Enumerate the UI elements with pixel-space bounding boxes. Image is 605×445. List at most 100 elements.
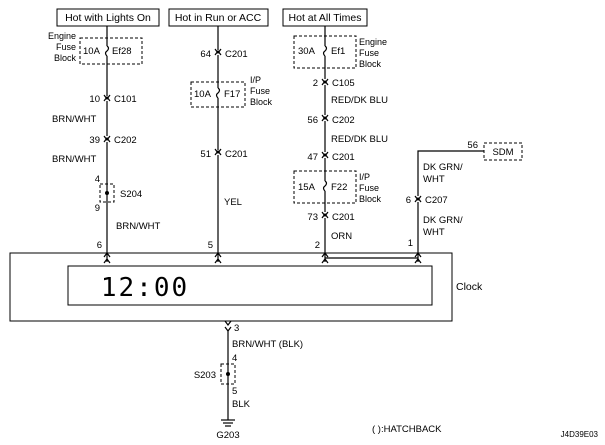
fuse-ef28-id: Ef28 bbox=[112, 46, 132, 57]
connector-c207: C207 bbox=[425, 195, 448, 206]
connector-c202-symbol bbox=[103, 135, 111, 143]
wire-color-label: BRN/WHT (BLK) bbox=[232, 339, 303, 350]
header-always-label: Hot at All Times bbox=[289, 12, 362, 24]
connector-pin: 47 bbox=[307, 152, 318, 163]
connector-pin: 73 bbox=[307, 212, 318, 223]
ground-g203: G203 bbox=[216, 430, 239, 441]
fuse-block-label: Block bbox=[359, 194, 382, 204]
fuse-f22-symbol bbox=[322, 180, 328, 192]
clock-pin: 5 bbox=[208, 240, 213, 251]
circuit-ground: 3 BRN/WHT (BLK) 4 S203 5 BLK G203 bbox=[194, 320, 303, 441]
splice-pin: 9 bbox=[95, 203, 100, 214]
connector-c201-symbol bbox=[214, 48, 222, 56]
connector-pin: 64 bbox=[200, 49, 211, 60]
splice-s204: S204 bbox=[120, 189, 142, 200]
circuit-run: 64 C201 10A F17 I/P Fuse Block 51 C201 Y… bbox=[190, 26, 273, 264]
hatchback-note: ( ):HATCHBACK bbox=[372, 424, 442, 435]
ground-icon bbox=[221, 419, 235, 427]
fuse-ef28-amp: 10A bbox=[83, 46, 101, 57]
fuse-block-label: Fuse bbox=[56, 42, 76, 52]
circuit-lights: 10A Ef28 Engine Fuse Block 10 C101 BRN/W… bbox=[48, 26, 161, 264]
fuse-block-label: Block bbox=[359, 59, 382, 69]
connector-c101-symbol bbox=[103, 94, 111, 102]
wire-color-label: RED/DK BLU bbox=[331, 95, 388, 106]
fuse-ef1-id: Ef1 bbox=[331, 46, 345, 57]
connector-pin: 10 bbox=[89, 94, 100, 105]
wire-color-label: BRN/WHT bbox=[52, 114, 97, 125]
connector-pin: 56 bbox=[467, 140, 478, 151]
fuse-block-label: Fuse bbox=[359, 183, 379, 193]
clock-body bbox=[9, 252, 453, 322]
fuse-block-label: Fuse bbox=[359, 48, 379, 58]
header-lights: Hot with Lights On bbox=[56, 8, 160, 27]
circuit-sdm: SDM 56 DK GRN/ WHT 6 C207 DK GRN/ WHT 1 bbox=[325, 140, 523, 264]
clock-display-digits: 12:00 bbox=[101, 273, 189, 303]
wire-color-label: BRN/WHT bbox=[52, 154, 97, 165]
header-lights-label: Hot with Lights On bbox=[65, 12, 151, 24]
fuse-ef1-symbol bbox=[322, 45, 328, 57]
fuse-block-label: Engine bbox=[359, 37, 387, 47]
connector-c202: C202 bbox=[114, 135, 137, 146]
circuit-always: 30A Ef1 Engine Fuse Block 2 C105 RED/DK … bbox=[293, 26, 388, 264]
fuse-block-label: Block bbox=[250, 97, 273, 107]
wire-color-label: RED/DK BLU bbox=[331, 134, 388, 145]
diagram-code: J4D39E03 bbox=[561, 430, 599, 439]
connector-pin: 2 bbox=[313, 78, 318, 89]
fuse-ef28-symbol bbox=[104, 45, 110, 57]
clock-pin: 3 bbox=[234, 323, 239, 334]
connector-c201-symbol bbox=[321, 151, 329, 159]
wire-color-label: BLK bbox=[232, 399, 251, 410]
clock-pin: 1 bbox=[408, 238, 413, 249]
wire-color-label: WHT bbox=[423, 174, 445, 185]
clock-label: Clock bbox=[456, 281, 483, 293]
splice-pin: 5 bbox=[232, 386, 237, 397]
connector-c201: C201 bbox=[225, 49, 248, 60]
wire-color-label: YEL bbox=[224, 197, 242, 208]
connector-c201: C201 bbox=[225, 149, 248, 160]
header-run: Hot in Run or ACC bbox=[168, 8, 269, 27]
wire-color-label: WHT bbox=[423, 227, 445, 238]
fuse-f22-amp: 15A bbox=[298, 182, 316, 193]
splice-s203: S203 bbox=[194, 370, 216, 381]
connector-c202-symbol bbox=[321, 114, 329, 122]
fuse-block-label: I/P bbox=[250, 75, 261, 85]
connector-c101: C101 bbox=[114, 94, 137, 105]
header-always: Hot at All Times bbox=[282, 8, 368, 27]
fuse-block-label: Engine bbox=[48, 31, 76, 41]
splice-pin: 4 bbox=[95, 174, 100, 185]
header-run-label: Hot in Run or ACC bbox=[175, 12, 262, 24]
splice-pin: 4 bbox=[232, 353, 237, 364]
clock-pin: 6 bbox=[97, 240, 102, 251]
clock-module: 12:00 Clock bbox=[9, 252, 483, 322]
wire-color-label: DK GRN/ bbox=[423, 162, 463, 173]
clock-pin: 2 bbox=[315, 240, 320, 251]
connector-pin: 56 bbox=[307, 115, 318, 126]
connector-c201-symbol bbox=[214, 148, 222, 156]
connector-c201: C201 bbox=[332, 152, 355, 163]
fuse-f17-amp: 10A bbox=[194, 89, 212, 100]
connector-pin: 39 bbox=[89, 135, 100, 146]
clock-ground-terminal-symbol bbox=[224, 320, 232, 332]
connector-c105-symbol bbox=[321, 78, 329, 86]
clock-display bbox=[67, 265, 433, 306]
fuse-ef1-amp: 30A bbox=[298, 46, 316, 57]
sdm-label: SDM bbox=[492, 147, 513, 158]
fuse-f17-symbol bbox=[215, 87, 221, 99]
fuse-block-label: Block bbox=[54, 53, 77, 63]
connector-c201-symbol bbox=[321, 211, 329, 219]
wire-color-label: DK GRN/ bbox=[423, 215, 463, 226]
connector-c202: C202 bbox=[332, 115, 355, 126]
connector-c207-symbol bbox=[414, 195, 422, 203]
fuse-f22-id: F22 bbox=[331, 182, 347, 193]
connector-c105: C105 bbox=[332, 78, 355, 89]
fuse-f17-id: F17 bbox=[224, 89, 240, 100]
connector-c201: C201 bbox=[332, 212, 355, 223]
connector-pin: 51 bbox=[200, 149, 211, 160]
fuse-block-label: I/P bbox=[359, 172, 370, 182]
wire-color-label: BRN/WHT bbox=[116, 221, 161, 232]
fuse-ef28-box bbox=[79, 37, 143, 65]
wire-color-label: ORN bbox=[331, 231, 352, 242]
fuse-block-label: Fuse bbox=[250, 86, 270, 96]
connector-pin: 6 bbox=[406, 195, 411, 206]
